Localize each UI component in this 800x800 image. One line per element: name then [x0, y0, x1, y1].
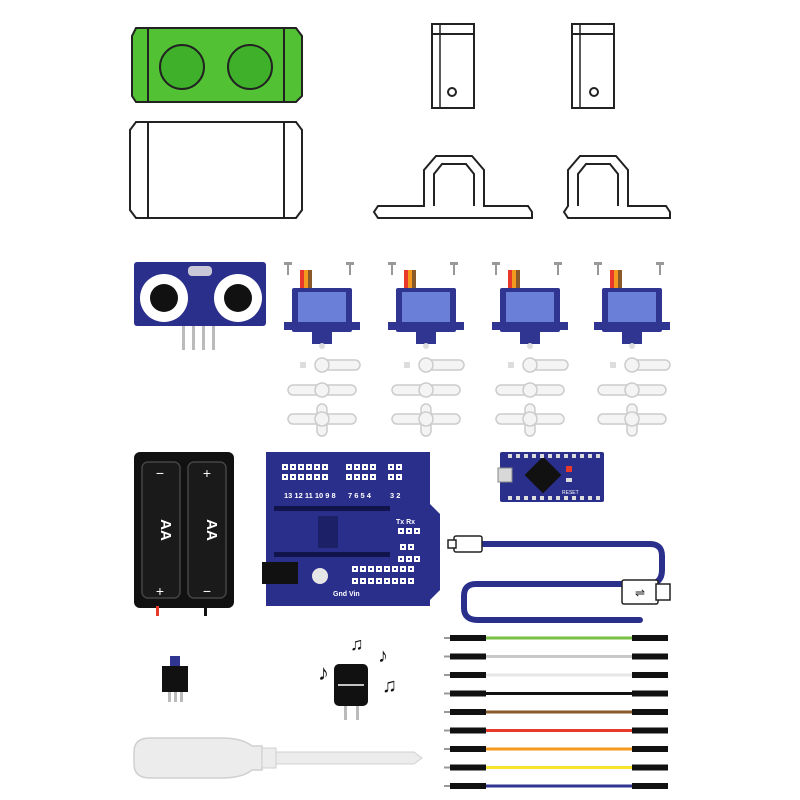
jumper-wire	[444, 690, 668, 697]
jumper-wire	[444, 709, 668, 715]
leg-bracket-right	[571, 23, 615, 109]
jumper-wire	[444, 727, 668, 734]
foot-part-right	[562, 155, 671, 219]
foot-part-left	[372, 155, 533, 219]
servo-motor	[284, 262, 360, 349]
screw-icon	[450, 262, 458, 275]
green-sensor-face-case	[131, 27, 303, 103]
mini-usb-plug	[453, 535, 483, 553]
shield-pin-label-a: 13 12 11 10 9 8	[284, 491, 336, 500]
usb-cable: ⇌	[447, 535, 671, 623]
body-case-box	[129, 121, 303, 219]
servo-motor	[594, 262, 670, 349]
battery-label-left: AA	[157, 519, 174, 541]
usb-symbol-icon: ⇌	[635, 586, 645, 600]
shield-txrx-label: Tx Rx	[396, 519, 415, 526]
music-note-icon: ♪	[318, 660, 329, 685]
arduino-nano-board: RESET	[497, 452, 604, 502]
jumper-wire	[444, 783, 668, 789]
sensor-hole-left	[159, 44, 205, 90]
shield-pin-label-b: 7 6 5 4	[348, 491, 372, 500]
jumper-wire	[444, 764, 668, 771]
servo-motor	[492, 262, 568, 349]
jumper-wire	[444, 635, 668, 641]
aa-battery-holder: AA AA − + + −	[134, 452, 234, 616]
servo-horn-set	[391, 357, 465, 437]
shield-power-label: Gnd Vin	[333, 591, 360, 598]
screw-icon	[594, 262, 602, 275]
battery-minus-bottom: −	[203, 583, 211, 599]
nano-reset-label: RESET	[562, 490, 579, 496]
shield-pin-label-c: 3 2	[390, 491, 400, 500]
music-note-icon: ♪	[378, 645, 388, 667]
jumper-wire	[444, 653, 668, 660]
ultrasonic-sensor	[134, 262, 266, 350]
servo-motor	[388, 262, 464, 349]
jumper-wire	[444, 672, 668, 678]
screwdriver	[133, 737, 423, 779]
servo-horn-set	[495, 357, 569, 437]
music-note-icon: ♫	[382, 675, 397, 697]
screw-icon	[388, 262, 396, 275]
leg-bracket-left	[431, 23, 475, 109]
screw-icon	[346, 262, 354, 275]
music-note-icon: ♫	[350, 634, 364, 654]
jumper-wire	[444, 746, 668, 752]
screw-icon	[284, 262, 292, 275]
arduino-sensor-shield: 13 12 11 10 9 8 7 6 5 4 3 2 Tx Rx Gnd Vi…	[262, 452, 440, 606]
battery-plus-top: +	[203, 465, 211, 481]
battery-label-right: AA	[203, 519, 220, 541]
slide-switch	[162, 656, 188, 702]
servo-horn-set	[597, 357, 671, 437]
battery-minus-top: −	[156, 465, 164, 481]
sensor-hole-right	[227, 44, 273, 90]
screw-icon	[656, 262, 664, 275]
jumper-wires	[444, 635, 668, 789]
battery-plus-bottom: +	[156, 583, 164, 599]
buzzer: ♪ ♫ ♪ ♫	[318, 634, 397, 720]
screw-icon	[492, 262, 500, 275]
servo-horn-set	[287, 357, 361, 437]
screw-icon	[554, 262, 562, 275]
